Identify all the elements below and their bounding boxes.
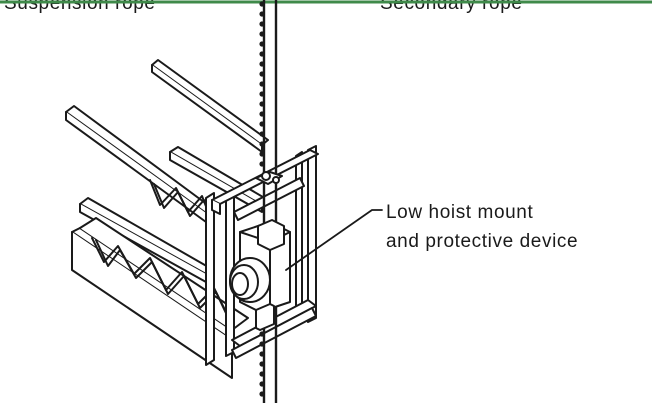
rope-bead: [259, 151, 265, 157]
rope-bead: [259, 391, 265, 397]
rope-bead: [259, 341, 265, 347]
rope-bead: [259, 361, 265, 367]
rope-bead: [259, 61, 265, 67]
rope-bead: [259, 381, 265, 387]
rope-bead: [259, 41, 265, 47]
rope-bead: [259, 21, 265, 27]
rope-bead: [259, 331, 265, 337]
rope-bead: [259, 91, 265, 97]
callout-label-line2: and protective device: [386, 231, 578, 252]
rope-bead: [259, 51, 265, 57]
hoist-unit: [229, 219, 291, 331]
rope-bead: [259, 31, 265, 37]
rope-bead: [259, 141, 265, 147]
rope-bead: [259, 111, 265, 117]
rope-bead: [259, 71, 265, 77]
rope-bead: [259, 371, 265, 377]
rope-bead: [259, 131, 265, 137]
rope-bead: [259, 161, 265, 167]
rope-bead: [259, 101, 265, 107]
callout-label-line1: Low hoist mount: [386, 202, 533, 223]
rope-beads: [259, 1, 265, 397]
rope-bead: [259, 81, 265, 87]
callout-leader: [285, 209, 383, 271]
rope-bead: [259, 351, 265, 357]
hoist-mount-plate: [255, 171, 283, 185]
rope-bead: [259, 121, 265, 127]
rope-bead: [259, 1, 265, 7]
rope-bead: [259, 11, 265, 17]
